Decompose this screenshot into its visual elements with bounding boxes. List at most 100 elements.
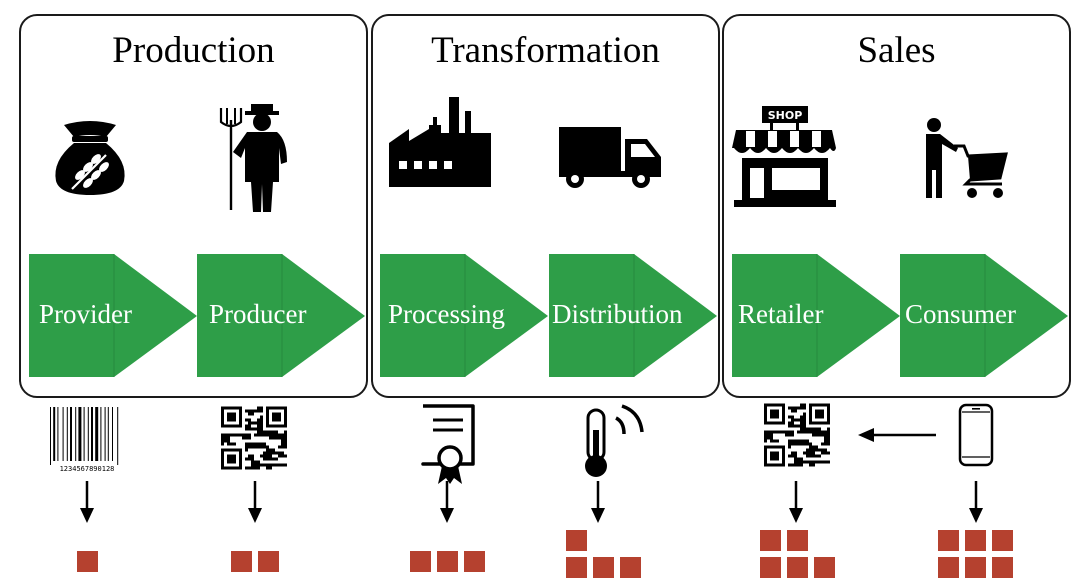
qr-module xyxy=(791,421,794,425)
qr-module xyxy=(245,418,248,422)
qr-module xyxy=(260,430,263,434)
qr-module xyxy=(812,445,815,449)
qr-module xyxy=(248,445,251,449)
qr-module xyxy=(248,454,251,458)
qr-module xyxy=(794,439,797,443)
barcode-digits: 1234567890128 xyxy=(60,465,115,473)
qr-module xyxy=(257,424,260,428)
qr-module xyxy=(281,439,284,443)
step-label: Distribution xyxy=(552,299,683,329)
qr-module xyxy=(269,454,272,458)
qr-module xyxy=(788,406,791,410)
qr-module xyxy=(821,460,824,464)
qr-module xyxy=(233,433,236,437)
data-block xyxy=(787,530,808,551)
qr-module xyxy=(809,451,812,455)
qr-module xyxy=(791,424,794,428)
qr-module xyxy=(812,463,815,467)
step-label: Provider xyxy=(39,299,132,329)
arrow-down xyxy=(789,481,803,528)
barcode-bar xyxy=(107,407,109,461)
qr-module xyxy=(794,451,797,455)
qr-module xyxy=(821,433,824,437)
qr-module xyxy=(245,466,248,470)
qr-module xyxy=(764,439,767,443)
qr-module xyxy=(251,427,254,431)
qr-module xyxy=(257,409,260,413)
qr-module xyxy=(251,442,254,446)
qr-module xyxy=(272,451,275,455)
qr-module xyxy=(254,463,257,467)
qr-module xyxy=(257,442,260,446)
qr-module xyxy=(815,430,818,434)
data-block xyxy=(992,530,1013,551)
qr-module xyxy=(791,406,794,410)
qr-module xyxy=(257,445,260,449)
arrow-down xyxy=(80,481,94,528)
qr-module xyxy=(263,454,266,458)
qr-module xyxy=(260,427,263,431)
qr-module xyxy=(248,427,251,431)
arrow-down xyxy=(969,481,983,528)
qr-module xyxy=(257,421,260,425)
chevron-shape xyxy=(29,254,197,377)
qr-module xyxy=(266,466,269,470)
chevron-retailer: Retailer xyxy=(732,254,900,377)
qr-module xyxy=(794,457,797,461)
qr-module xyxy=(764,436,767,440)
qr-module xyxy=(794,418,797,422)
chevron-shape xyxy=(380,254,548,377)
qr-module xyxy=(827,433,830,437)
qr-module xyxy=(815,448,818,452)
qr-module xyxy=(248,424,251,428)
qr-module xyxy=(800,403,803,407)
data-block xyxy=(593,557,614,578)
qr-module xyxy=(269,448,272,452)
qr-module xyxy=(791,451,794,455)
factory-icon xyxy=(387,95,492,195)
arrow-down xyxy=(248,481,262,528)
qr-module xyxy=(806,454,809,458)
qr-module xyxy=(827,442,830,446)
qr-module xyxy=(803,424,806,428)
qr-module xyxy=(824,436,827,440)
barcode-bar xyxy=(100,407,102,461)
qr-module xyxy=(275,433,278,437)
barcode-bar xyxy=(70,407,72,461)
qr-module xyxy=(260,433,263,437)
qr-module xyxy=(251,466,254,470)
qr-module xyxy=(263,442,266,446)
grain-sack-icon xyxy=(50,117,130,202)
qr-module xyxy=(275,451,278,455)
qr-module xyxy=(245,427,248,431)
qr-module xyxy=(257,460,260,464)
qr-module xyxy=(269,466,272,470)
qr-module xyxy=(260,406,263,410)
qr-module xyxy=(764,430,767,434)
qr-module xyxy=(806,442,809,446)
qr-module xyxy=(221,442,224,446)
qr-module xyxy=(794,406,797,410)
qr-module xyxy=(257,406,260,410)
qr-module xyxy=(284,463,287,467)
qr-module xyxy=(254,466,257,470)
qr-module xyxy=(224,436,227,440)
qr-module xyxy=(806,430,809,434)
qr-module xyxy=(257,427,260,431)
qr-module xyxy=(230,433,233,437)
qr-module xyxy=(245,442,248,446)
qr-module xyxy=(809,460,812,464)
qr-module xyxy=(788,421,791,425)
stage-title: Sales xyxy=(857,30,936,71)
qr-module xyxy=(800,439,803,443)
qr-module xyxy=(284,454,287,458)
qr-module xyxy=(773,439,776,443)
barcode-bar xyxy=(62,407,64,461)
qr-module xyxy=(770,433,773,437)
chevron-shape xyxy=(197,254,365,377)
qr-module xyxy=(281,451,284,455)
qr-module xyxy=(800,430,803,434)
arrow-down xyxy=(440,481,454,528)
qr-module xyxy=(278,451,281,455)
qr-module xyxy=(815,433,818,437)
